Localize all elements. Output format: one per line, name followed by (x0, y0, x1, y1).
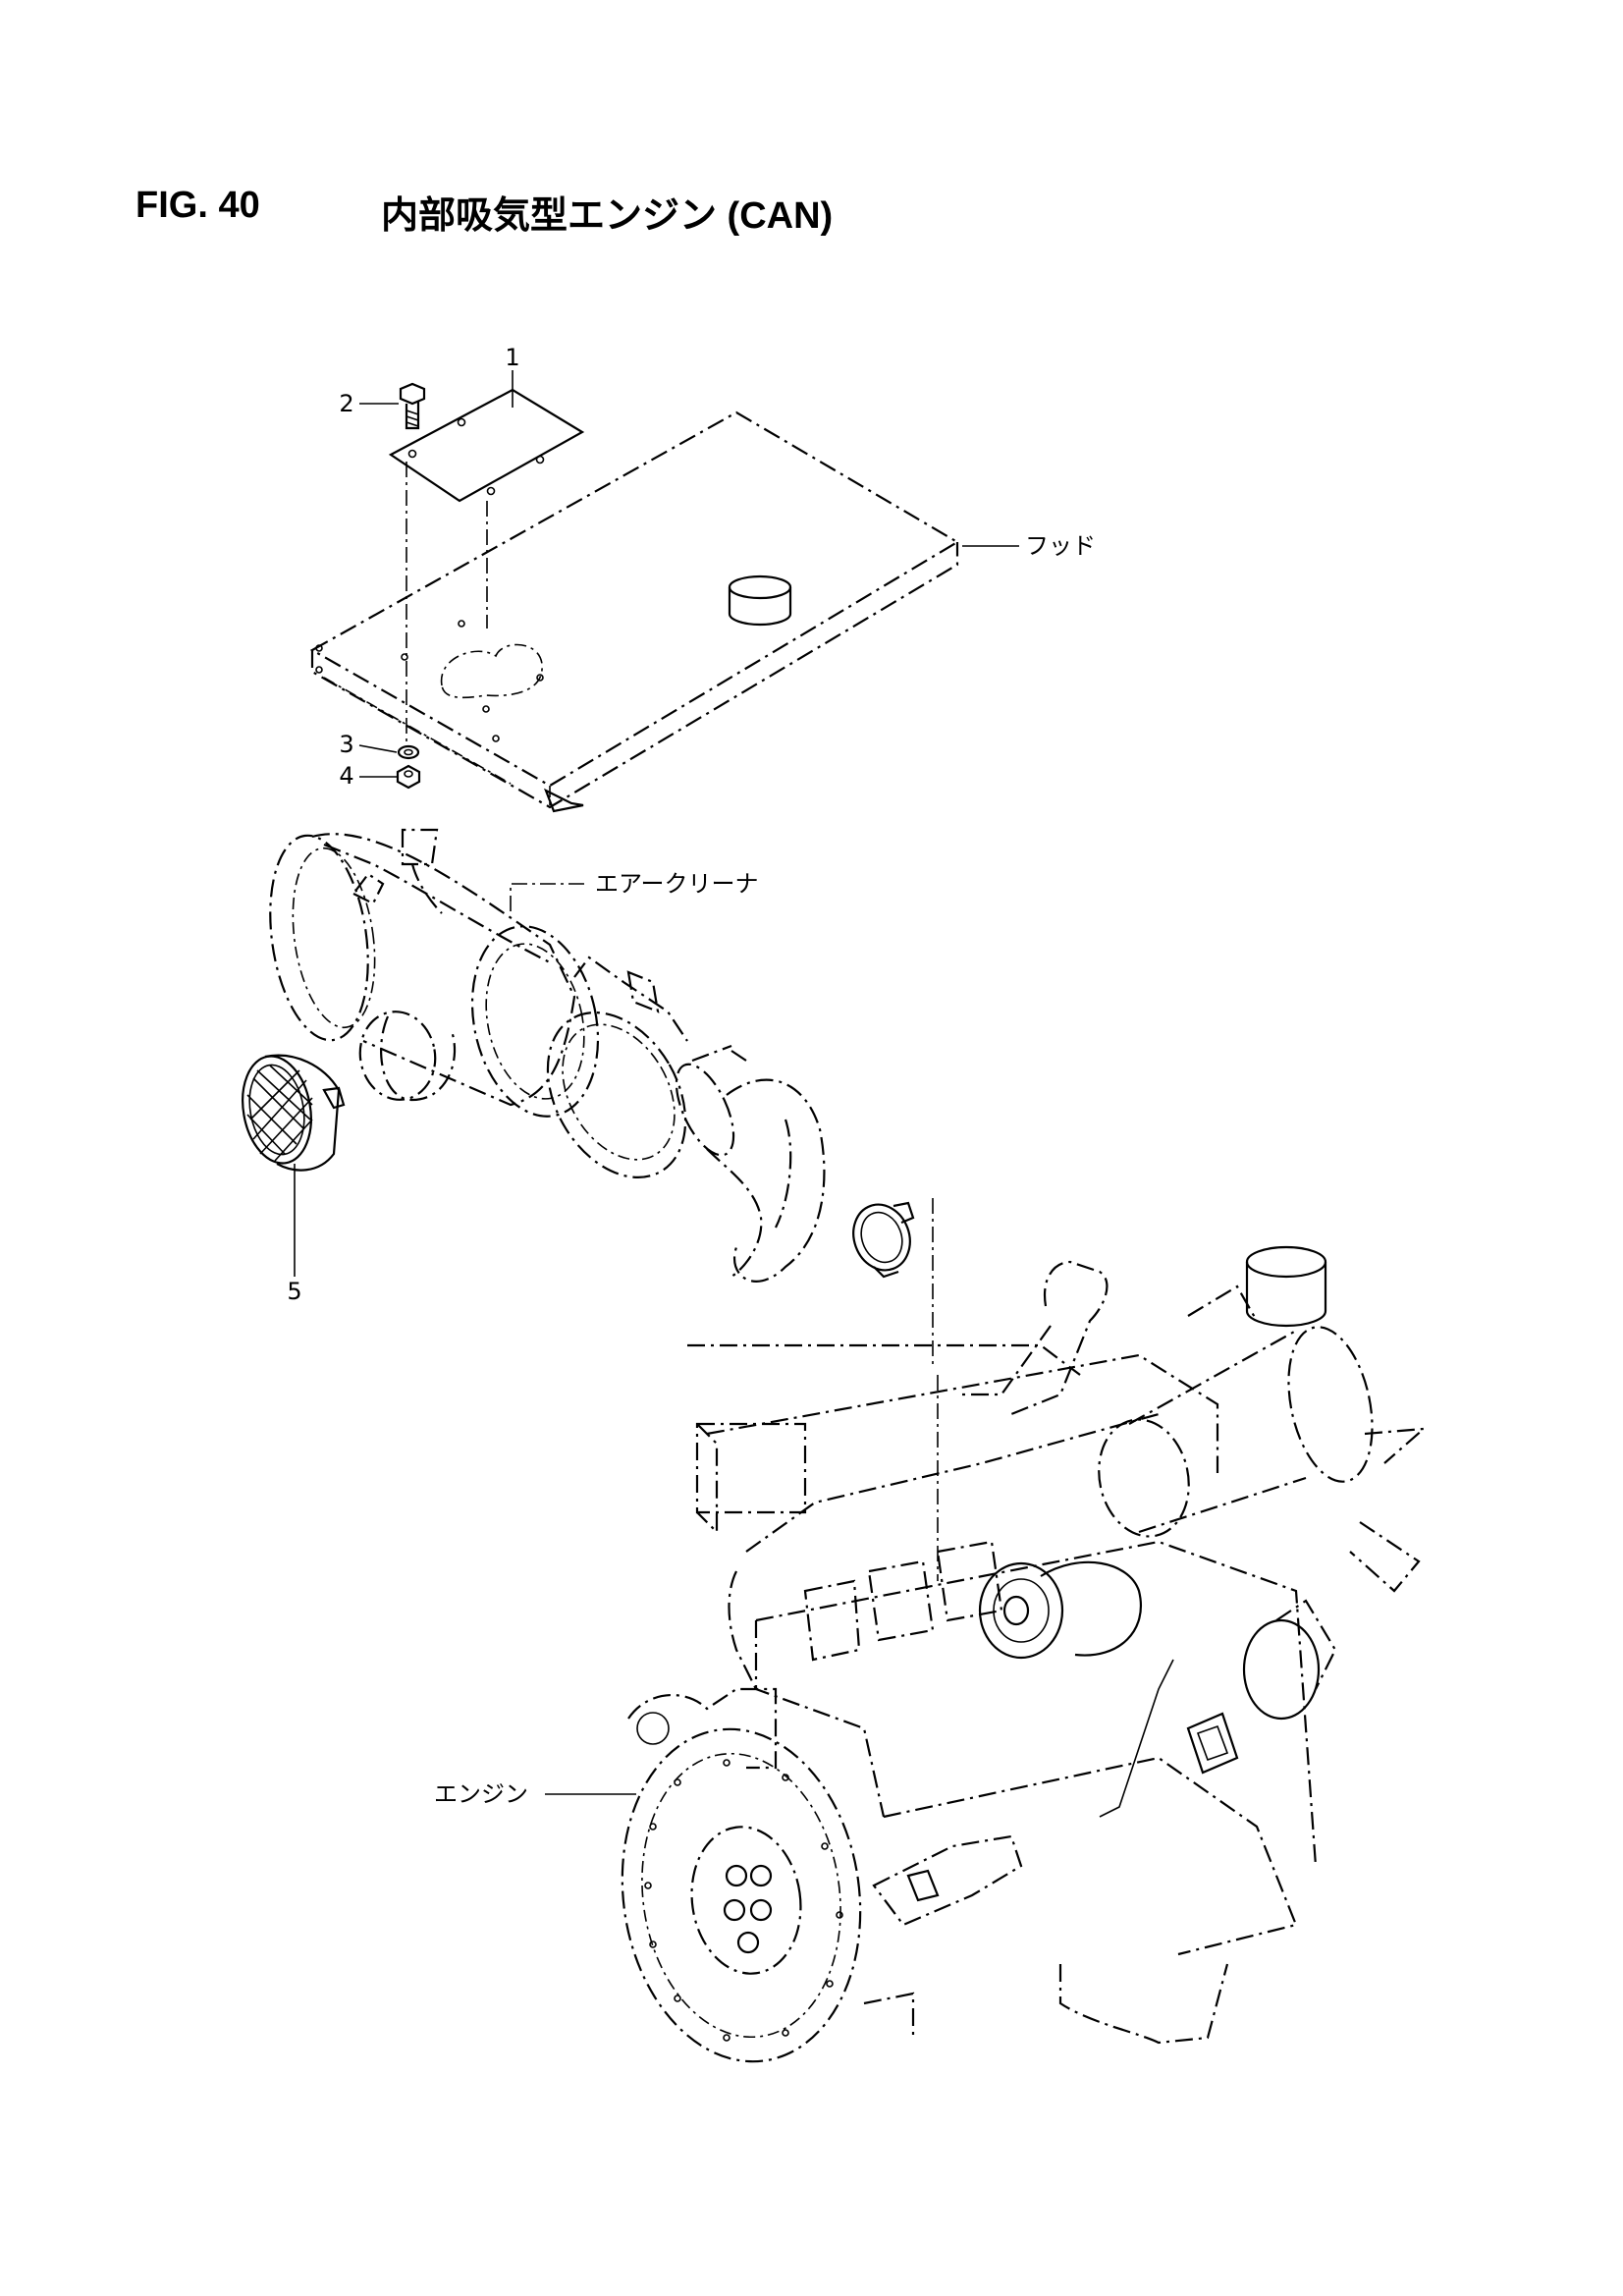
label-air-cleaner: エアークリーナ (510, 870, 759, 911)
hose-clamp (852, 1201, 915, 1279)
label-hood: フッド (962, 532, 1096, 560)
svg-text:エンジン: エンジン (434, 1780, 528, 1808)
svg-text:4: 4 (339, 762, 353, 790)
engine (621, 1245, 1428, 2063)
svg-text:5: 5 (287, 1278, 301, 1305)
svg-text:エアークリーナ: エアークリーナ (595, 870, 759, 898)
washer (397, 744, 420, 760)
bolt (399, 382, 426, 430)
svg-text:3: 3 (339, 731, 353, 758)
svg-text:フッド: フッド (1025, 532, 1096, 560)
svg-text:1: 1 (505, 344, 519, 371)
intake-hose (675, 1044, 826, 1283)
figure-title: 内部吸気型エンジン (CAN) (381, 195, 834, 237)
label-engine: エンジン (434, 1780, 636, 1808)
intake-centerline (932, 1198, 939, 1581)
rain-cap (242, 1054, 346, 1172)
svg-text:2: 2 (339, 390, 353, 417)
callout-4: 4 (339, 762, 397, 790)
callout-1: 1 (505, 344, 520, 408)
callout-3: 3 (339, 731, 398, 758)
callout-5: 5 (287, 1164, 302, 1305)
nut (396, 764, 421, 790)
figure-number: FIG. 40 (135, 185, 260, 226)
callout-2: 2 (339, 390, 399, 417)
hood-panel (309, 410, 960, 813)
air-cleaner (269, 828, 688, 1178)
cover-plate (388, 388, 585, 503)
